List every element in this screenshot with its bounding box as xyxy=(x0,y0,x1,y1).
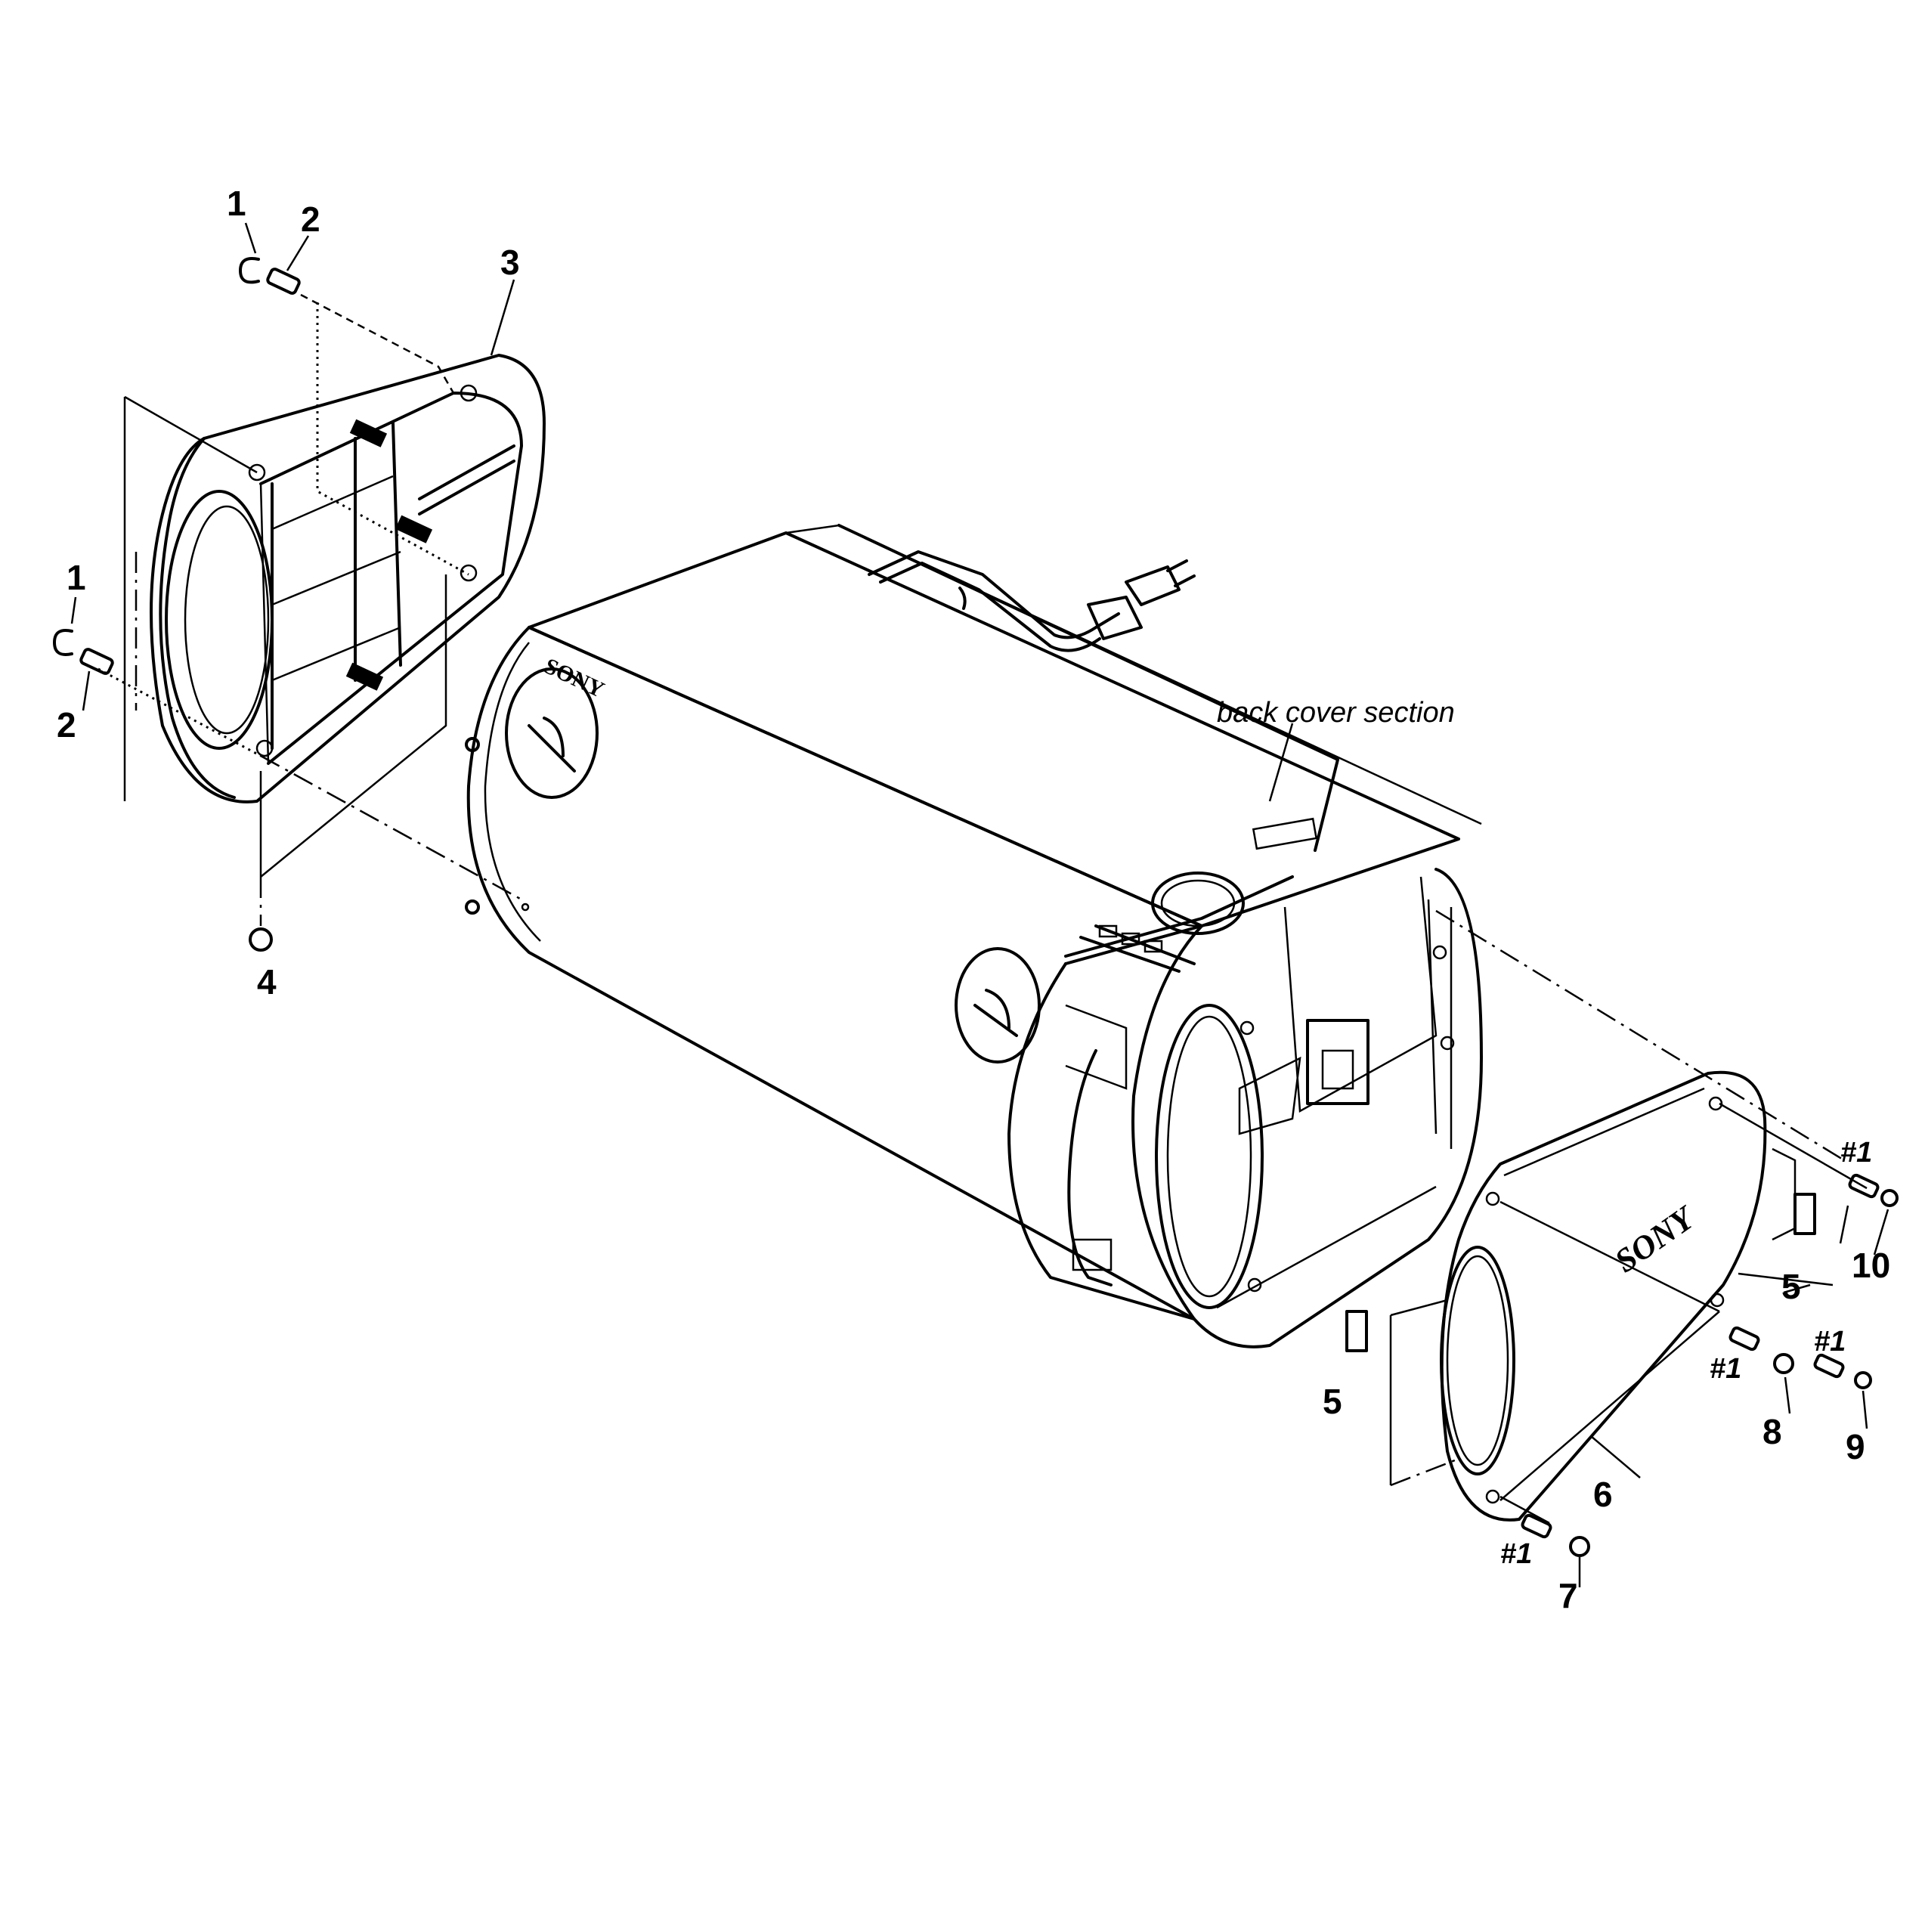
label-part-6: 6 xyxy=(1593,1475,1613,1514)
label-part-5-right: 5 xyxy=(1781,1267,1801,1306)
back-cover-caption: back cover section xyxy=(1217,697,1455,729)
label-part-10: 10 xyxy=(1852,1246,1890,1285)
left-assembly-lines xyxy=(97,293,522,926)
label-part-2-left: 2 xyxy=(57,705,76,745)
label-part-5-left: 5 xyxy=(1323,1382,1342,1421)
label-part-1-left: 1 xyxy=(67,558,86,597)
ref-1-top: #1 xyxy=(1840,1137,1872,1169)
main-body-logo: SONY xyxy=(540,653,608,702)
main-unit-body: SONY xyxy=(465,524,1483,1348)
power-cord xyxy=(868,550,1196,652)
left-small-parts xyxy=(53,257,301,952)
label-part-4: 4 xyxy=(257,962,277,1002)
label-part-2-top: 2 xyxy=(301,200,320,239)
label-part-9: 9 xyxy=(1846,1427,1865,1466)
side-panel-logo: SONY xyxy=(1608,1198,1704,1280)
back-cover-leader xyxy=(1268,723,1294,802)
reference-labels: #1 #1 #1 #1 xyxy=(1500,1137,1872,1570)
label-part-3: 3 xyxy=(500,243,520,282)
ref-1-bottom: #1 xyxy=(1500,1538,1532,1570)
label-part-1-top: 1 xyxy=(227,184,246,223)
right-small-parts xyxy=(1345,1173,1899,1557)
label-part-8: 8 xyxy=(1763,1412,1782,1451)
number-leaders xyxy=(70,222,1889,1587)
left-end-panel xyxy=(150,354,546,803)
part-number-labels: 1 2 3 1 2 4 5 5 6 7 8 9 10 xyxy=(57,184,1890,1615)
label-part-7: 7 xyxy=(1558,1576,1578,1615)
ref-1-middle: #1 xyxy=(1710,1353,1741,1385)
right-side-panel: SONY xyxy=(1440,1070,1767,1522)
ref-1-right: #1 xyxy=(1814,1326,1846,1358)
right-assembly-lines xyxy=(1389,909,1868,1525)
